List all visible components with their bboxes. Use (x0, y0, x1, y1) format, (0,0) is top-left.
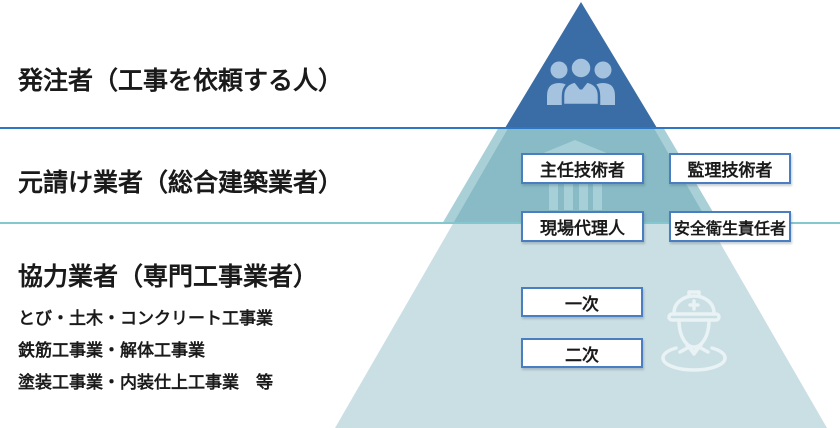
list-item: とび・土木・コンクリート工事業 (18, 309, 273, 328)
list-item: 塗装工事業・内装仕上工事業 等 (18, 373, 273, 392)
role-box-supervising-engineer: 監理技術者 (669, 153, 791, 184)
tier-heading-subcontractors: 協力業者（専門工事業者） (18, 263, 319, 291)
tier-heading-client: 発注者（工事を依頼する人） (18, 67, 344, 95)
role-box-site-agent: 現場代理人 (521, 211, 644, 242)
tier-heading-prime-contractor: 元請け業者（総合建築業者） (18, 169, 344, 197)
role-box-first-tier: 一次 (521, 287, 643, 317)
divider-line-top (0, 127, 840, 129)
client-group-icon (547, 57, 615, 105)
role-box-chief-engineer: 主任技術者 (521, 153, 644, 184)
subcontractor-type-list: とび・土木・コンクリート工事業 鉄筋工事業・解体工事業 塗装工事業・内装仕上工事… (18, 303, 273, 399)
divider-line-bottom (0, 222, 840, 224)
construction-worker-icon (661, 290, 727, 372)
role-box-safety-officer: 安全衛生責任者 (669, 211, 791, 242)
role-box-second-tier: 二次 (521, 338, 643, 368)
list-item: 鉄筋工事業・解体工事業 (18, 341, 205, 360)
